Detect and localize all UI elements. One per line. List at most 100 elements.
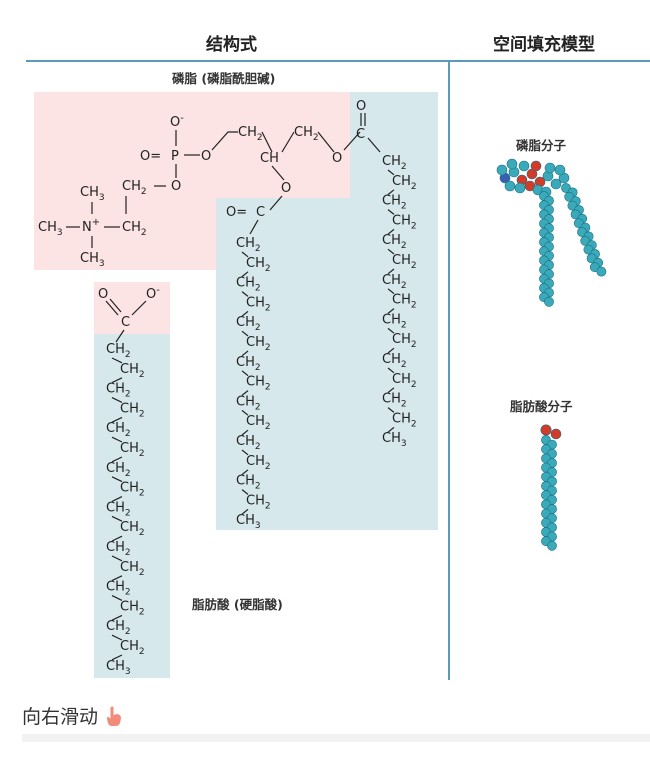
bond [115, 329, 125, 343]
bond [387, 288, 395, 295]
bond [111, 654, 123, 661]
stearic-ch2: CH2 [120, 520, 145, 538]
bond [111, 397, 123, 403]
bond [241, 330, 249, 337]
footer-divider [22, 734, 650, 742]
bond [241, 310, 249, 317]
bond [387, 308, 395, 314]
bond [387, 387, 395, 394]
bond [387, 426, 395, 433]
oxygen-atom [550, 428, 562, 440]
bond [111, 595, 123, 601]
stearic-ch2: CH2 [120, 362, 145, 380]
bond [241, 449, 249, 456]
carboxyl-o-left: O [98, 287, 108, 302]
bond [269, 195, 283, 211]
phosphate-o-top: O- [170, 113, 184, 130]
chain-b-ch2: CH2 [236, 315, 261, 333]
glycerol-ch2-3: CH2 [294, 125, 319, 143]
bond [281, 131, 295, 153]
chain-b-ch2: CH2 [246, 256, 271, 274]
bond [241, 251, 249, 258]
stearic-ch2: CH2 [106, 540, 131, 558]
stearic-ch2: CH2 [120, 401, 145, 419]
bond [387, 327, 395, 334]
bond [387, 228, 395, 235]
chain-b-ch2: CH2 [236, 236, 261, 254]
carbon-atom [547, 540, 557, 551]
bond [241, 469, 249, 476]
bond [387, 248, 395, 255]
bond [111, 555, 123, 562]
bond [387, 209, 395, 215]
carbon-atom [596, 266, 607, 277]
bond [387, 347, 395, 354]
fatty-acid-caption: 脂肪酸 (硬脂酸) [192, 597, 283, 612]
carbon-atom [550, 178, 562, 190]
chain-a-ch2: CH2 [392, 253, 417, 271]
swipe-hint-label: 向右滑动 [22, 706, 99, 728]
chain-b-ch2: CH2 [236, 474, 261, 492]
stearic-ch2: CH2 [106, 619, 131, 637]
bond [317, 131, 335, 153]
stearic-ch3: CH3 [106, 659, 131, 677]
bond [111, 575, 123, 582]
chain-b-ch2: CH2 [246, 335, 271, 353]
carbon-atom [554, 164, 566, 176]
chain-b-ch2: CH2 [246, 414, 271, 432]
fatty-acid-head-region [94, 282, 170, 334]
fatty-acid-model-caption: 脂肪酸分子 [510, 399, 573, 414]
chain-b-ch2: CH2 [246, 493, 271, 511]
chain-b-ch2: CH2 [246, 454, 271, 472]
bond [111, 614, 123, 621]
bond [111, 476, 123, 483]
bond [241, 489, 249, 495]
carbon-atom [544, 162, 556, 174]
bond [387, 169, 395, 176]
bond [241, 370, 249, 377]
bond [387, 189, 395, 196]
carbon-atom [496, 164, 508, 176]
bond [241, 350, 249, 357]
bond [261, 131, 273, 153]
carboxyl-o-minus: O- [146, 285, 160, 302]
glycerol-ch: CH [260, 151, 279, 166]
phospholipid-head-region-lower [34, 198, 216, 270]
stearic-ch2: CH2 [106, 421, 131, 439]
chain-a-ch2: CH2 [392, 213, 417, 231]
bond [111, 515, 123, 522]
carboxyl-c: C [121, 315, 130, 330]
choline-ch2-upper: CH2 [122, 179, 147, 197]
header-structural-formula: 结构式 [206, 35, 257, 55]
carbon-atom [544, 296, 554, 307]
carbon-atom [504, 180, 516, 192]
bond [105, 300, 119, 316]
carbon-atom [518, 160, 530, 172]
bond [111, 436, 123, 443]
stearic-ch2: CH2 [120, 441, 145, 459]
chain-a-ch2: CH2 [392, 174, 417, 192]
phospholipid-caption: 磷脂 (磷脂酰胆碱) [172, 71, 276, 86]
structural-formula-drawing: O- O= P O O CH2 CH CH2 O O O C O= C CH2 [38, 99, 417, 677]
bond [131, 300, 147, 316]
stearic-ch2: CH2 [120, 560, 145, 578]
oxygen-atom [530, 160, 542, 172]
space-filling-models [496, 158, 607, 551]
chain-a-ch2: CH2 [382, 352, 407, 370]
chain-a-ch2: CH2 [392, 293, 417, 311]
chain-a-ch2: CH2 [392, 332, 417, 350]
oxygen-atom [540, 424, 552, 436]
carbonyl-o-2: O= [226, 205, 247, 220]
chain-b-ch2: CH2 [236, 434, 261, 452]
carbon-atom [506, 158, 518, 170]
bond [111, 357, 123, 364]
swipe-hint[interactable]: 向右滑动 [22, 702, 124, 729]
pointing-hand-icon [106, 706, 122, 726]
stearic-ch2: CH2 [106, 580, 131, 598]
methyl-left: CH3 [38, 220, 63, 238]
bond [387, 268, 395, 275]
chain-a-ch2: CH2 [382, 392, 407, 410]
bond [249, 219, 259, 235]
phosphate-o-bottom: O [171, 179, 181, 194]
